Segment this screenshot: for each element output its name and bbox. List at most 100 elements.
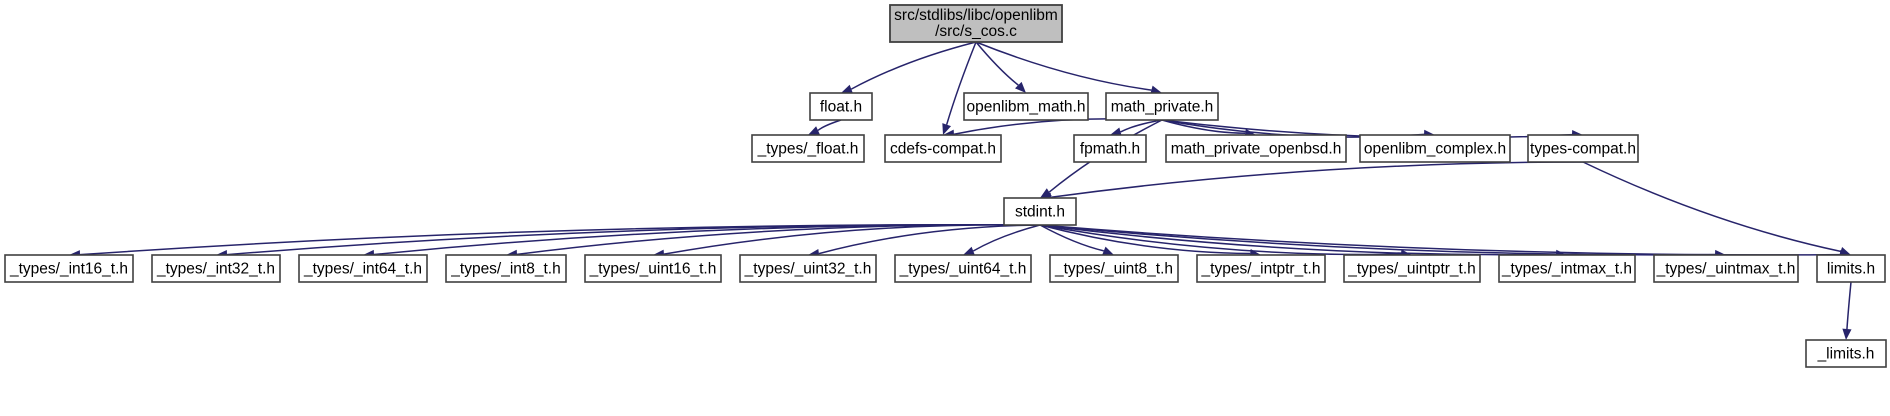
graph-node-types-float[interactable]: _types/_float.h <box>751 134 865 163</box>
node-box[interactable] <box>1105 92 1219 121</box>
node-label: _types/_int64_t.h <box>303 261 422 278</box>
node-box[interactable] <box>1498 254 1636 283</box>
node-label: openlibm_complex.h <box>1364 141 1506 158</box>
edge-stdint-to-uint8 <box>1039 224 1104 252</box>
edge-stdint-to-uint16 <box>663 224 1041 255</box>
edge-layer <box>69 41 1852 340</box>
node-box[interactable] <box>739 254 877 283</box>
graph-node-fpmath[interactable]: fpmath.h <box>1073 134 1147 163</box>
graph-node-math-private[interactable]: math_private.h <box>1105 92 1219 121</box>
graph-node-root[interactable]: src/stdlibs/libc/openlibm/src/s_cos.c <box>889 4 1063 43</box>
edge-root-to-cdefs-compat <box>945 41 977 125</box>
node-box[interactable] <box>1049 254 1179 283</box>
node-label: _types/_float.h <box>757 141 859 158</box>
node-label: _types/_uint8_t.h <box>1054 261 1173 278</box>
graph-node-int8[interactable]: _types/_int8_t.h <box>445 254 567 283</box>
node-box[interactable] <box>4 254 134 283</box>
node-box[interactable] <box>1653 254 1799 283</box>
edge-root-to-openlibm-math <box>975 41 1019 86</box>
arrowhead-cdefs-compat <box>942 123 952 135</box>
node-label-line1: src/stdlibs/libc/openlibm <box>894 7 1058 24</box>
graph-node-openlibm-math[interactable]: openlibm_math.h <box>963 92 1089 121</box>
graph-node-openlibm-complex[interactable]: openlibm_complex.h <box>1359 134 1511 163</box>
graph-node-limits[interactable]: _limits.h <box>1805 339 1887 368</box>
arrowhead-fpmath <box>1110 127 1122 137</box>
node-label: _types/_uint32_t.h <box>744 261 872 278</box>
node-box[interactable] <box>1527 134 1639 163</box>
node-label-line2: /src/s_cos.c <box>935 23 1017 40</box>
node-label: _types/_intptr_t.h <box>1201 261 1321 278</box>
arrowhead-limits <box>1842 328 1852 340</box>
graph-node-uint32[interactable]: _types/_uint32_t.h <box>739 254 877 283</box>
node-box[interactable] <box>889 4 1063 43</box>
arrowhead-uint64 <box>963 246 975 256</box>
edge-math-private-to-mp-openbsd <box>1161 119 1246 135</box>
arrowhead-float <box>841 84 853 94</box>
edge-stdint-to-int64 <box>373 224 1041 256</box>
node-label: math_private_openbsd.h <box>1171 141 1342 158</box>
graph-node-uint8[interactable]: _types/_uint8_t.h <box>1049 254 1179 283</box>
node-label: _types/_int8_t.h <box>450 261 560 278</box>
edge-stdint-to-uint32 <box>818 224 1041 255</box>
graph-node-stdint[interactable]: stdint.h <box>1003 197 1077 226</box>
node-label: _types/_int16_t.h <box>9 261 128 278</box>
node-label: fpmath.h <box>1080 141 1140 158</box>
node-box[interactable] <box>1196 254 1326 283</box>
graph-node-int64[interactable]: _types/_int64_t.h <box>298 254 428 283</box>
graph-node-uint64[interactable]: _types/_uint64_t.h <box>894 254 1032 283</box>
graph-node-types-compat[interactable]: types-compat.h <box>1527 134 1639 163</box>
graph-node-intptr[interactable]: _types/_intptr_t.h <box>1196 254 1326 283</box>
edge-stdint-to-intmax <box>1039 224 1557 256</box>
node-label: stdint.h <box>1015 204 1065 221</box>
graph-node-float[interactable]: float.h <box>809 92 873 121</box>
node-label: math_private.h <box>1111 99 1214 116</box>
edge-stdint-to-intptr <box>1039 224 1251 255</box>
node-label: limits.h <box>1827 261 1875 278</box>
edge-root-to-float <box>850 41 977 90</box>
node-label: _limits.h <box>1817 346 1875 363</box>
node-label: _types/_int32_t.h <box>156 261 275 278</box>
graph-node-uint16[interactable]: _types/_uint16_t.h <box>584 254 722 283</box>
arrowhead-openlibm-math <box>1015 81 1026 93</box>
node-box[interactable] <box>884 134 1002 163</box>
node-box[interactable] <box>1359 134 1511 163</box>
node-box[interactable] <box>963 92 1089 121</box>
node-layer: src/stdlibs/libc/openlibm/src/s_cos.cflo… <box>4 4 1887 368</box>
node-box[interactable] <box>1073 134 1147 163</box>
node-box[interactable] <box>1165 134 1347 163</box>
node-box[interactable] <box>1003 197 1077 226</box>
node-box[interactable] <box>894 254 1032 283</box>
graph-node-uintmax[interactable]: _types/_uintmax_t.h <box>1653 254 1799 283</box>
node-label: types-compat.h <box>1530 141 1636 158</box>
graph-node-limits[interactable]: limits.h <box>1816 254 1886 283</box>
graph-node-intmax[interactable]: _types/_intmax_t.h <box>1498 254 1636 283</box>
node-box[interactable] <box>1816 254 1886 283</box>
node-box[interactable] <box>445 254 567 283</box>
edge-limits-to-limits <box>1846 281 1852 330</box>
edge-math-private-to-cdefs-compat <box>953 118 1163 135</box>
graph-node-cdefs-compat[interactable]: cdefs-compat.h <box>884 134 1002 163</box>
edge-stdint-to-limits <box>1039 224 1841 256</box>
edge-root-to-math-private <box>975 41 1152 91</box>
node-box[interactable] <box>298 254 428 283</box>
graph-node-int32[interactable]: _types/_int32_t.h <box>151 254 281 283</box>
node-box[interactable] <box>1343 254 1481 283</box>
edge-stdint-to-uint64 <box>972 224 1041 252</box>
node-box[interactable] <box>751 134 865 163</box>
node-box[interactable] <box>151 254 281 283</box>
edge-types-compat-to-stdint <box>1050 161 1584 199</box>
node-box[interactable] <box>584 254 722 283</box>
graph-node-int16[interactable]: _types/_int16_t.h <box>4 254 134 283</box>
node-label: float.h <box>820 99 862 116</box>
node-label: _types/_uintptr_t.h <box>1347 261 1476 278</box>
graph-node-uintptr[interactable]: _types/_uintptr_t.h <box>1343 254 1481 283</box>
node-label: _types/_intmax_t.h <box>1501 261 1632 278</box>
graph-node-mp-openbsd[interactable]: math_private_openbsd.h <box>1165 134 1347 163</box>
node-label: _types/_uintmax_t.h <box>1656 261 1796 278</box>
node-label: _types/_uint16_t.h <box>589 261 717 278</box>
node-box[interactable] <box>809 92 873 121</box>
node-label: openlibm_math.h <box>967 99 1086 116</box>
node-box[interactable] <box>1805 339 1887 368</box>
node-label: cdefs-compat.h <box>890 141 996 158</box>
